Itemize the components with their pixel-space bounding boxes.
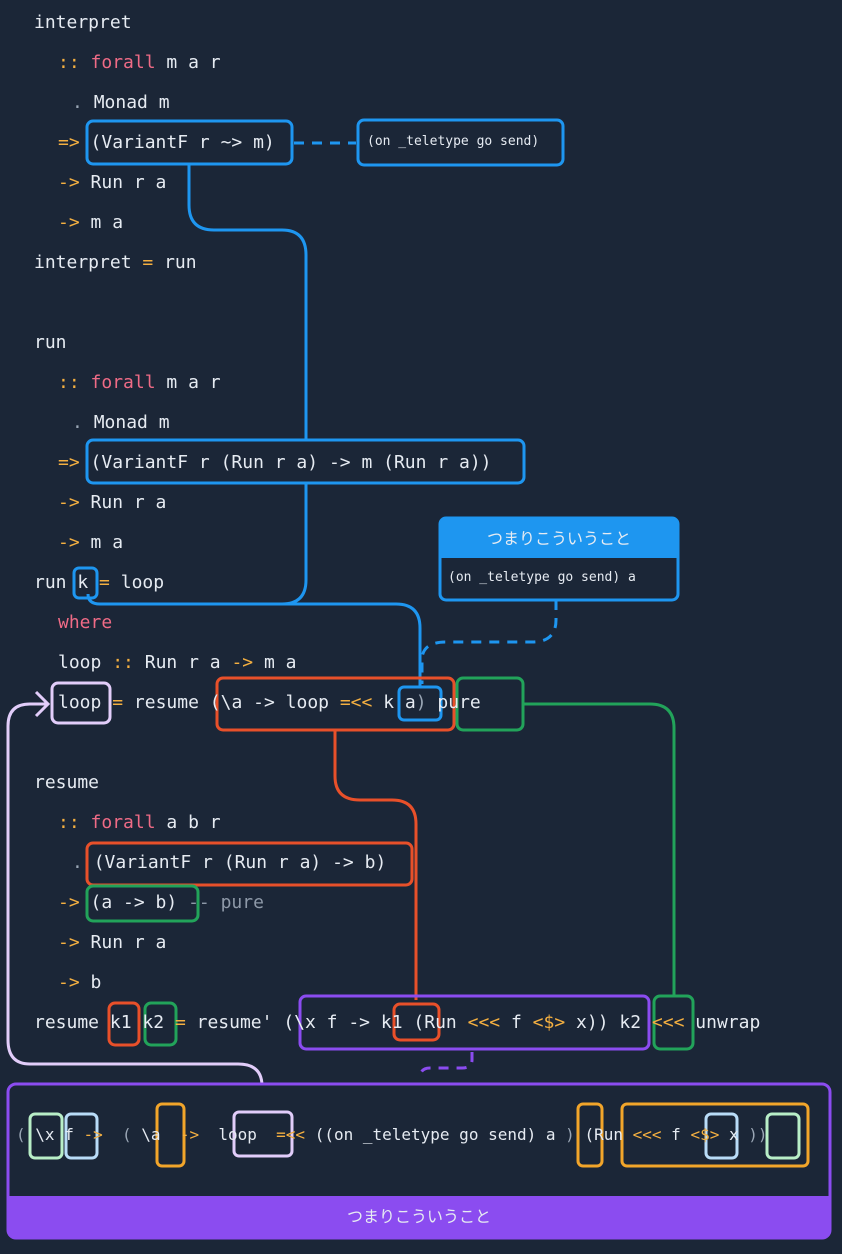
- run-arg-box: [85, 438, 526, 485]
- lavender-wire-bottom-loop-to-def: [6, 702, 264, 1112]
- resume-arg1-box: [85, 841, 414, 887]
- loop-def-box: [50, 681, 112, 725]
- interpret-forall-line: :: forall m a r: [58, 52, 221, 73]
- callout-top-right-box: [356, 118, 565, 167]
- resume-k2-box: [143, 1001, 178, 1047]
- run-arg-line: => (VariantF r (Run r a) -> m (Run r a)): [58, 452, 492, 473]
- bottom-x2-box: [765, 1112, 801, 1160]
- run-name: run: [34, 332, 67, 353]
- callout-middle-body: (on _teletype go send) a: [448, 570, 636, 585]
- bottom-f-box: [64, 1112, 99, 1160]
- interpret-name: interpret: [34, 12, 132, 33]
- bottom-a-box: [155, 1102, 186, 1168]
- run-run-line: -> Run r a: [58, 492, 167, 513]
- bottom-x-box: [28, 1112, 64, 1160]
- bottom-on-a-box: [576, 1102, 604, 1168]
- loop-def-line: loop = resume (\a -> loop =<< k a) pure: [58, 692, 481, 713]
- run-monad-line: . Monad m: [72, 412, 170, 433]
- loop-lambda-box: [215, 676, 456, 732]
- lambda-k1-box: [392, 1002, 441, 1042]
- callout-bottom-footer: つまりこういうこと: [346, 1207, 491, 1226]
- run-forall-line: :: forall m a r: [58, 372, 221, 393]
- interpret-monad-line: . Monad m: [72, 92, 170, 113]
- callout-middle-header: つまりこういうこと: [486, 529, 631, 548]
- resume-k1-box: [107, 1001, 141, 1047]
- resume-name: resume: [34, 772, 100, 793]
- k2-box: [652, 994, 695, 1051]
- loop-pure-box: [455, 676, 525, 732]
- interpret-def-line: interpret = run: [34, 252, 197, 273]
- resume-arg2-line: -> (a -> b) -- pure: [58, 892, 264, 913]
- resume-run-line: -> Run r a: [58, 932, 167, 953]
- bottom-loop-box: [232, 1110, 294, 1158]
- bottom-run-box: [620, 1102, 810, 1168]
- loop-sig-line: loop :: Run r a -> m a: [58, 652, 297, 673]
- run-def-line: run k = loop: [34, 572, 165, 593]
- resume-arg2-box: [85, 884, 200, 923]
- interpret-arg-box: [85, 119, 294, 166]
- interpret-arg-line: => (VariantF r ~> m): [58, 132, 275, 153]
- callout-bottom-expression: ( \x f -> ( \a -> loop =<< ((on _teletyp…: [16, 1125, 768, 1144]
- resume-result-line: -> b: [58, 972, 102, 993]
- run-result-line: -> m a: [58, 532, 124, 553]
- interpret-result-line: -> m a: [58, 212, 124, 233]
- resume-forall-line: :: forall a b r: [58, 812, 221, 833]
- run-k-box: [72, 566, 99, 600]
- interpret-run-line: -> Run r a: [58, 172, 167, 193]
- callout-middle-header-bg: [440, 518, 678, 558]
- loop-ka-box: [397, 685, 443, 722]
- red-wire-lambda-to-k1: [333, 731, 418, 1000]
- blue-wire-k-to-ka: [100, 602, 422, 688]
- green-wire-pure-to-k2: [524, 702, 676, 996]
- resume-arg1-line: . (VariantF r (Run r a) -> b): [72, 852, 387, 873]
- callout-top-right-text: (on _teletype go send): [367, 134, 540, 149]
- blue-wire-interpret-to-run: [187, 165, 308, 440]
- resume-def-line: resume k1 k2 = resume' (\x f -> k1 (Run …: [34, 1012, 761, 1033]
- resume-lambda-box: [298, 994, 651, 1051]
- callout-bottom-footer-bg: [8, 1196, 830, 1238]
- purple-dashed-link: [418, 1052, 474, 1079]
- bottom-f2-box: [704, 1112, 739, 1160]
- run-where-line: where: [58, 612, 113, 633]
- dashed-link-middle: [420, 600, 558, 684]
- lavender-arrowhead: [34, 690, 51, 718]
